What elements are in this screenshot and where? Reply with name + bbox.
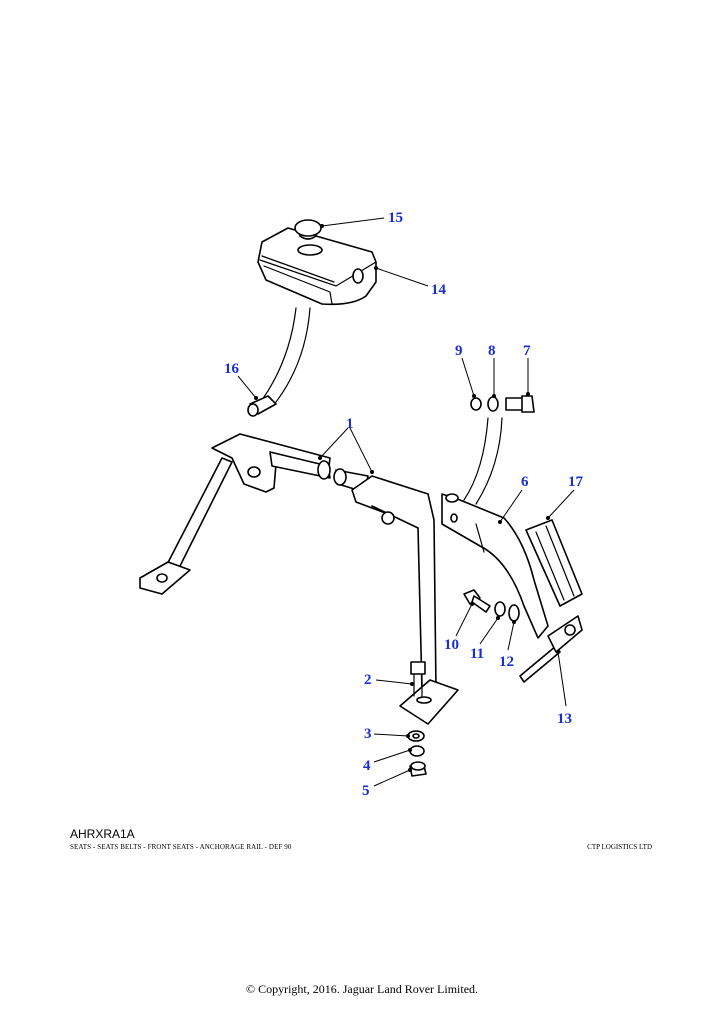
callout-13[interactable]: 13 bbox=[557, 711, 572, 727]
washer-8 bbox=[487, 396, 499, 412]
spring-washer-4 bbox=[409, 745, 425, 757]
bolt-7 bbox=[505, 395, 535, 413]
stalk-13 bbox=[519, 615, 583, 683]
buckle-housing bbox=[257, 227, 377, 306]
callout-1[interactable]: 1 bbox=[346, 416, 354, 432]
anchorage-rail-left bbox=[139, 433, 331, 595]
washer-12 bbox=[508, 604, 520, 622]
bolt-to-bracket-lines bbox=[463, 417, 503, 505]
cable-end-fitting bbox=[247, 395, 277, 417]
callout-8[interactable]: 8 bbox=[488, 343, 496, 359]
callout-12[interactable]: 12 bbox=[499, 654, 514, 670]
slider-17 bbox=[525, 519, 583, 607]
diagram-reference-code: AHRXRA1A bbox=[70, 827, 135, 841]
washer-9 bbox=[470, 397, 482, 411]
callout-15[interactable]: 15 bbox=[388, 210, 403, 226]
callout-3[interactable]: 3 bbox=[364, 726, 372, 742]
callout-labels: 15 14 16 1 9 8 7 6 17 10 11 12 13 2 3 4 … bbox=[224, 210, 584, 799]
bolt-10 bbox=[463, 589, 491, 613]
washer-3 bbox=[407, 730, 425, 742]
washer-11 bbox=[494, 601, 506, 617]
nut-5 bbox=[409, 761, 427, 777]
leader-lines bbox=[237, 217, 575, 787]
anchorage-rail-right bbox=[333, 468, 459, 725]
callout-9[interactable]: 9 bbox=[455, 343, 463, 359]
buckle-button bbox=[294, 219, 322, 240]
callout-17[interactable]: 17 bbox=[568, 474, 584, 490]
callout-10[interactable]: 10 bbox=[444, 637, 459, 653]
bolt-2 bbox=[410, 661, 426, 697]
callout-11[interactable]: 11 bbox=[470, 646, 484, 662]
company-name: CTP LOGISTICS LTD bbox=[587, 843, 652, 851]
callout-5[interactable]: 5 bbox=[362, 783, 370, 799]
bracket-6 bbox=[441, 493, 549, 639]
callout-2[interactable]: 2 bbox=[364, 672, 372, 688]
diagram-caption: SEATS - SEATS BELTS - FRONT SEATS - ANCH… bbox=[70, 843, 292, 851]
copyright-notice: © Copyright, 2016. Jaguar Land Rover Lim… bbox=[245, 982, 479, 996]
buckle-cable bbox=[261, 307, 311, 403]
callout-14[interactable]: 14 bbox=[431, 282, 447, 298]
callout-7[interactable]: 7 bbox=[523, 343, 531, 359]
callout-4[interactable]: 4 bbox=[363, 758, 371, 774]
callout-6[interactable]: 6 bbox=[521, 474, 529, 490]
callout-16[interactable]: 16 bbox=[224, 361, 240, 377]
